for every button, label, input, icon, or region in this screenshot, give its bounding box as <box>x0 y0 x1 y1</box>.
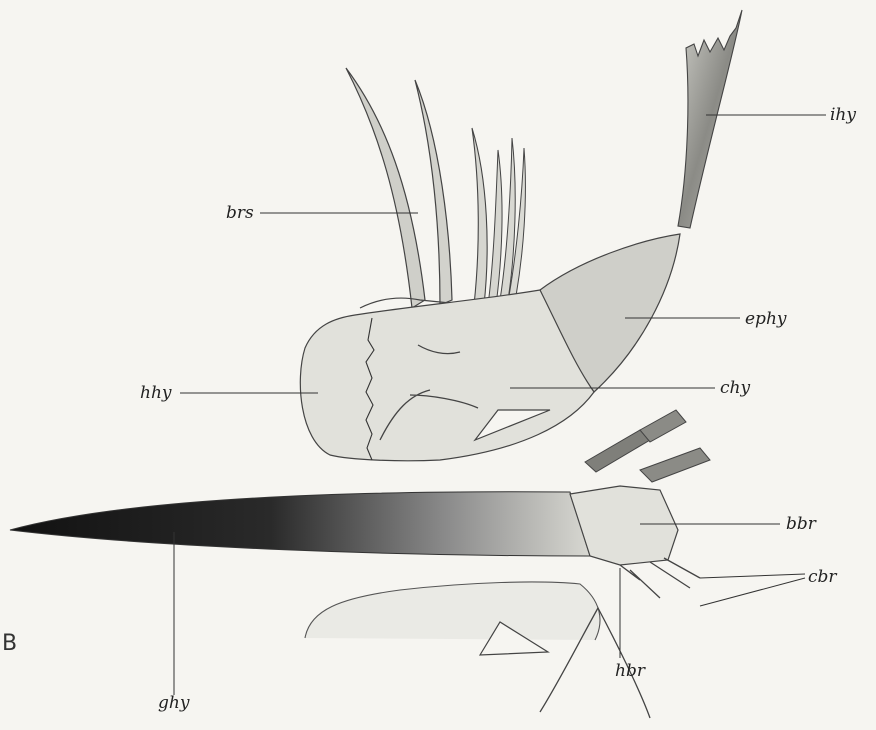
label-ihy: ihy <box>830 105 856 125</box>
label-ephy: ephy <box>745 309 787 329</box>
lower-fragment <box>305 582 650 718</box>
panel-letter: B <box>2 631 17 656</box>
label-chy: chy <box>720 378 750 398</box>
label-ghy: ghy <box>158 693 190 713</box>
basibranchial <box>570 410 710 598</box>
label-cbr: cbr <box>808 567 837 587</box>
ceratohyal-body <box>300 290 594 461</box>
label-hhy: hhy <box>140 383 172 403</box>
interhyal <box>678 10 742 228</box>
label-brs: brs <box>226 203 254 223</box>
label-bbr: bbr <box>786 514 817 534</box>
glossohyal <box>10 492 590 556</box>
branchiostegal-rays <box>346 68 525 308</box>
label-hbr: hbr <box>615 661 646 681</box>
